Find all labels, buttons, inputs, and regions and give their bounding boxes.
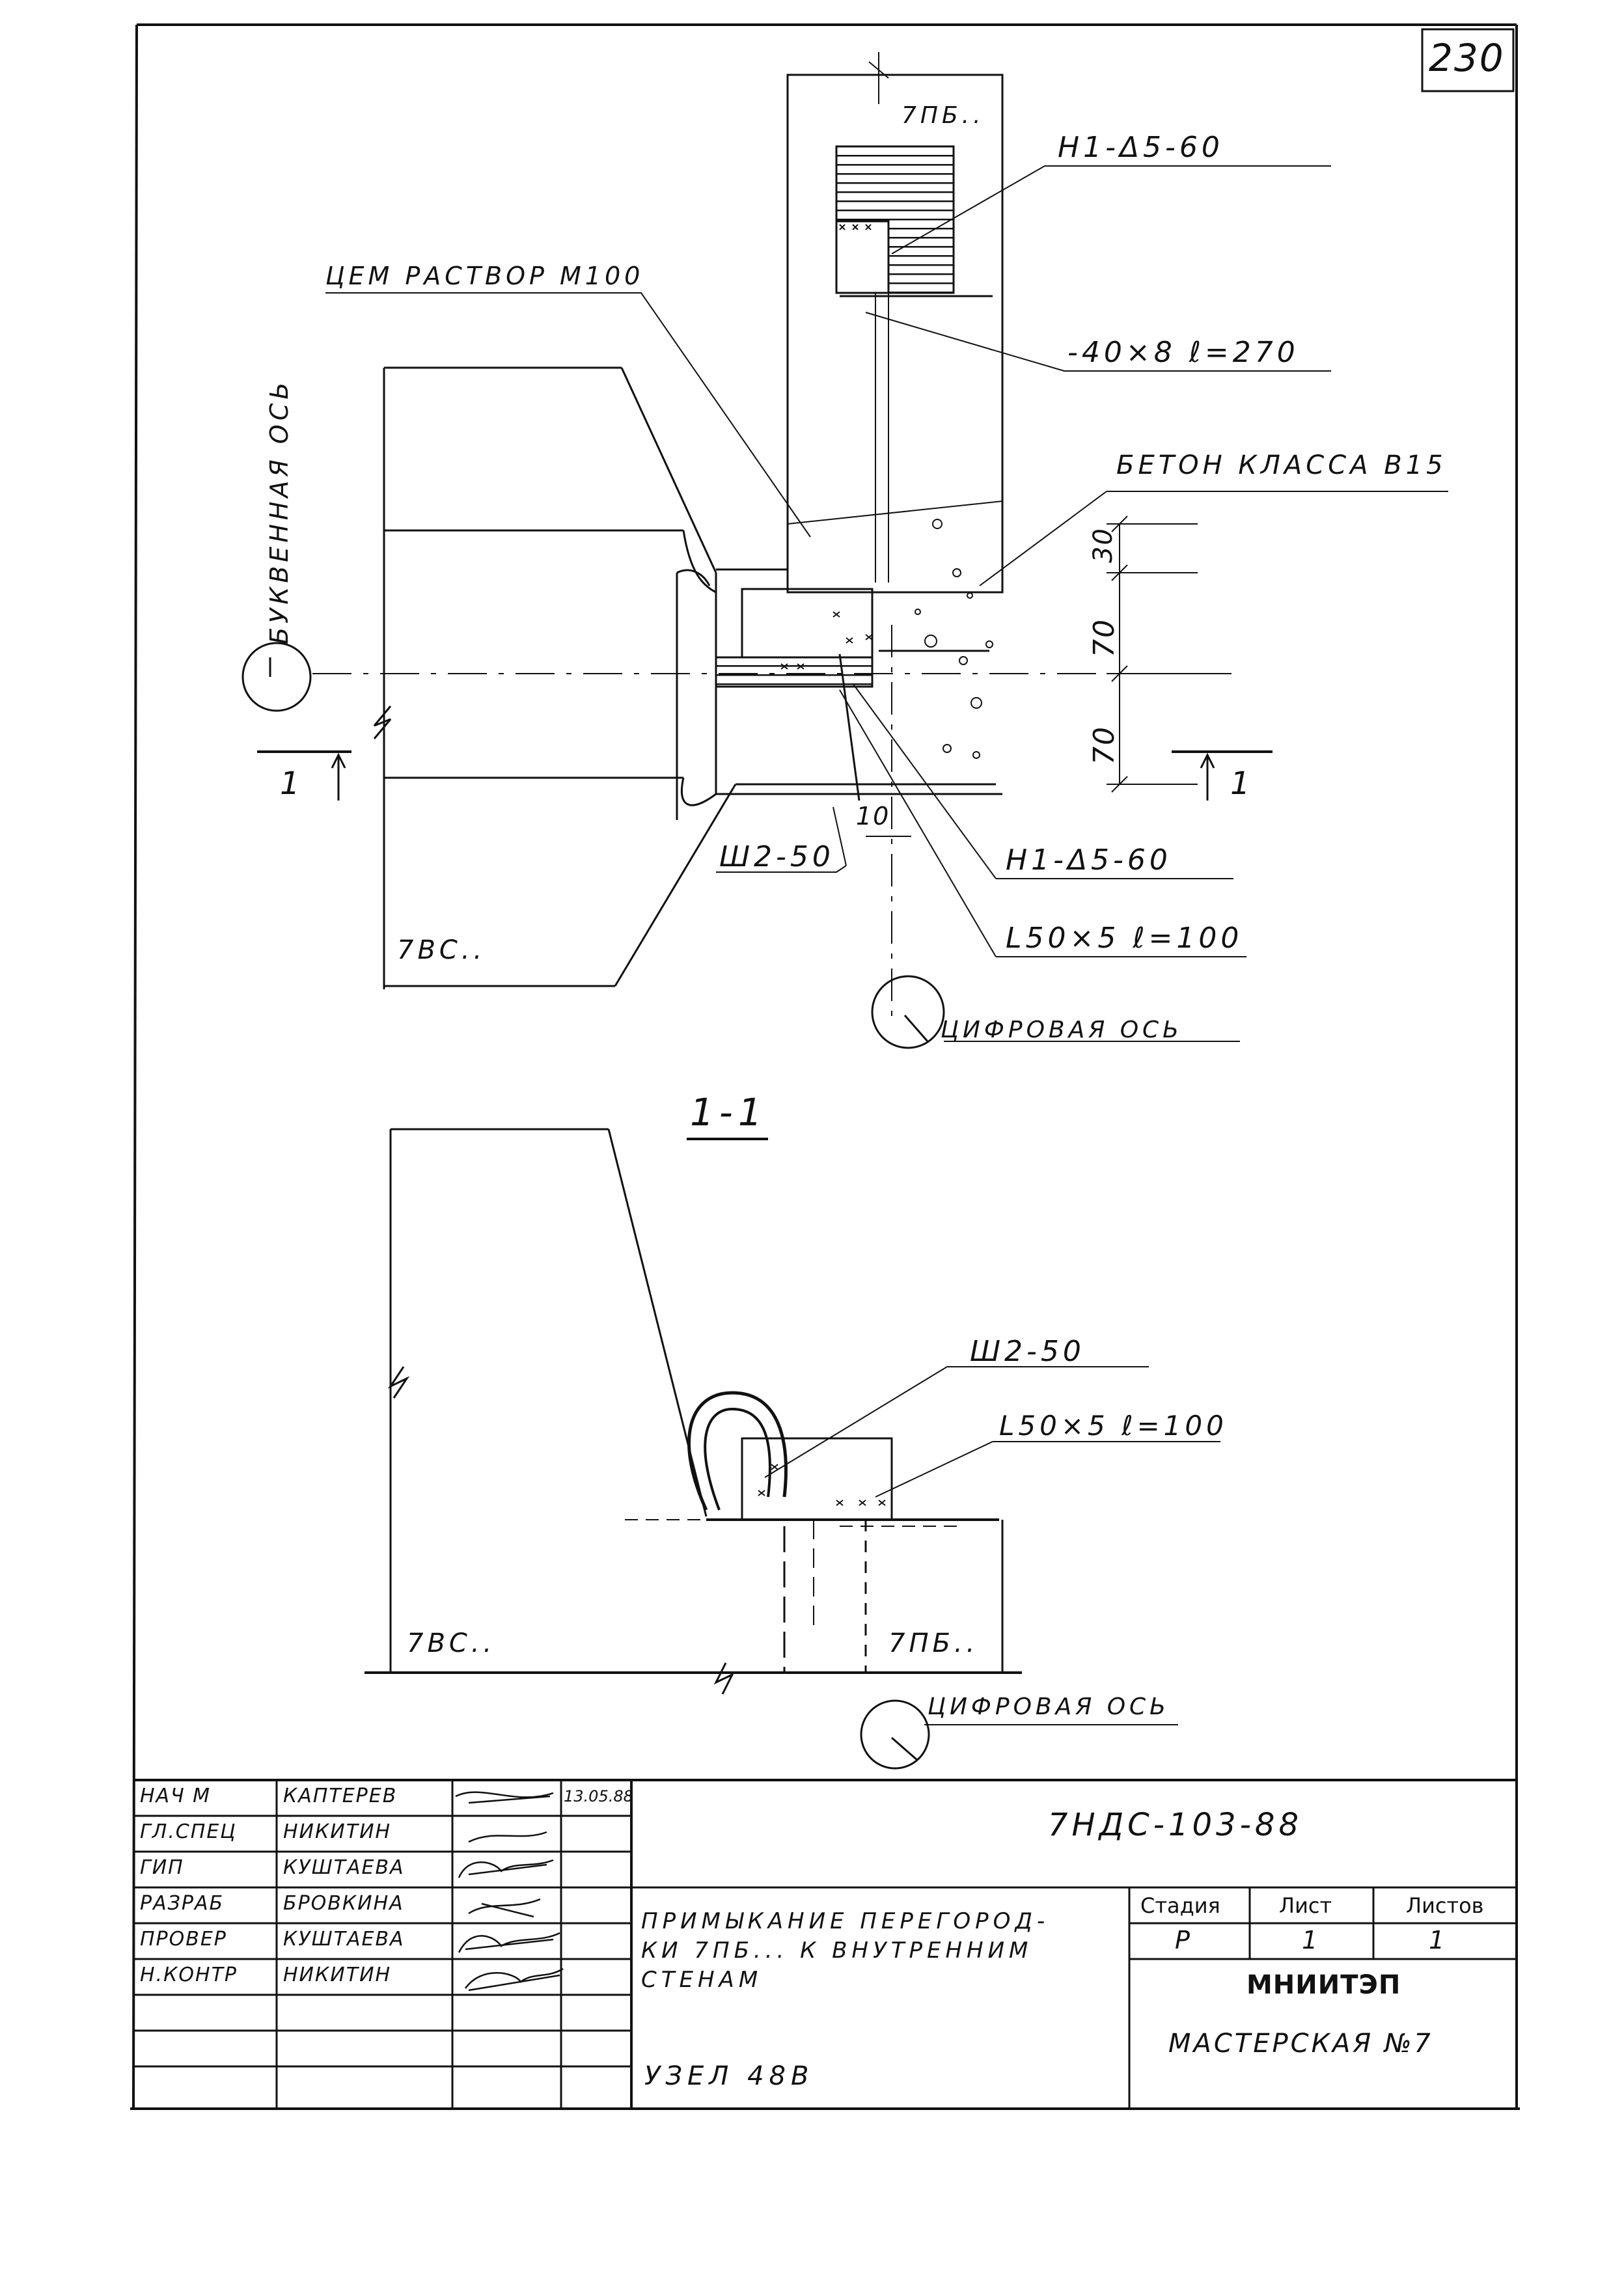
plan-panel-bottom-label: 7ВС.. xyxy=(397,935,486,965)
name-2: КУШТАЕВА xyxy=(283,1856,405,1879)
stage-value: Р xyxy=(1175,1926,1191,1954)
digit-axis-bubble-plan xyxy=(871,975,945,1049)
node-label: УЗЕЛ 48В xyxy=(644,2061,814,2091)
plan-angle-note: L50×5 ℓ=100 xyxy=(1006,922,1243,955)
sheet-frame xyxy=(130,23,1520,2110)
sheet-number: 230 xyxy=(1429,36,1505,80)
plan-weld-top-note: Н1-Δ5-60 xyxy=(1058,131,1224,164)
concrete-stipple xyxy=(915,519,993,759)
sheets-value: 1 xyxy=(1429,1926,1446,1954)
description-line-0: ПРИМЫКАНИЕ ПЕРЕГОРОД- xyxy=(641,1908,1050,1934)
plan-digit-axis-label: ЦИФРОВАЯ ОСЬ xyxy=(941,1017,1183,1043)
signature-3 xyxy=(458,1859,554,1878)
role-2: ГИП xyxy=(140,1856,184,1879)
sheets-header: Листов xyxy=(1406,1893,1484,1918)
plan-plate-note: -40×8 ℓ=270 xyxy=(1067,336,1299,369)
title-block-grid xyxy=(133,1779,1517,2109)
section-mark-right: 1 xyxy=(1230,765,1254,802)
role-1: ГЛ.СПЕЦ xyxy=(140,1820,237,1843)
name-1: НИКИТИН xyxy=(283,1820,392,1843)
dim-70-upper: 70 xyxy=(1088,618,1121,657)
role-0: НАЧ М xyxy=(140,1785,212,1807)
plan-anchor-note: Ш2-50 xyxy=(719,840,834,873)
name-4: КУШТАЕВА xyxy=(283,1928,405,1951)
sheet-header: Лист xyxy=(1279,1893,1332,1918)
role-4: ПРОВЕР xyxy=(140,1928,227,1951)
role-5: Н.КОНТР xyxy=(140,1964,238,1986)
approval-date: 13.05.88 xyxy=(564,1787,633,1805)
dim-30: 30 xyxy=(1088,527,1118,563)
letter-axis-label: БУКВЕННАЯ ОСЬ xyxy=(265,378,294,644)
signature-2 xyxy=(468,1831,547,1843)
description-line-2: СТЕНАМ xyxy=(641,1967,763,1993)
role-3: РАЗРАБ xyxy=(140,1892,225,1915)
section-anchor-note: Ш2-50 xyxy=(970,1335,1085,1368)
section-panel-right-label: 7ПБ.. xyxy=(888,1628,979,1658)
signature-1 xyxy=(455,1791,554,1804)
section-panel-left-label: 7ВС.. xyxy=(407,1628,496,1658)
name-5: НИКИТИН xyxy=(283,1964,392,1986)
organization: МНИИТЭП xyxy=(1246,1970,1401,2000)
sheet-value: 1 xyxy=(1302,1926,1319,1954)
workshop: МАСТЕРСКАЯ №7 xyxy=(1168,2029,1433,2059)
signature-4 xyxy=(468,1898,541,1918)
name-0: КАПТЕРЕВ xyxy=(283,1785,398,1807)
plan-concrete-note: БЕТОН КЛАССА В15 xyxy=(1116,450,1447,480)
plan-panel-top-label: 7ПБ.. xyxy=(901,102,985,129)
plan-view xyxy=(241,52,1448,1049)
stage-header: Стадия xyxy=(1140,1893,1220,1918)
plan-mortar-note: ЦЕМ РАСТВОР М100 xyxy=(325,262,644,290)
letter-axis-bubble xyxy=(241,642,312,712)
digit-axis-bubble-section xyxy=(860,1699,930,1770)
section-digit-axis-label: ЦИФРОВАЯ ОСЬ xyxy=(928,1693,1170,1720)
dim-70-lower: 70 xyxy=(1088,726,1121,765)
description-line-1: КИ 7ПБ... К ВНУТРЕННИМ xyxy=(641,1938,1033,1964)
signature-6 xyxy=(464,1967,564,1992)
section-angle-note: L50×5 ℓ=100 xyxy=(999,1410,1228,1442)
section-title: 1-1 xyxy=(690,1090,767,1134)
section-view xyxy=(365,1128,1220,1770)
name-3: БРОВКИНА xyxy=(283,1892,404,1915)
dim-10: 10 xyxy=(856,802,890,830)
document-code: 7НДС-103-88 xyxy=(1048,1807,1302,1843)
section-mark-left: 1 xyxy=(280,765,304,802)
partition-panel-outline xyxy=(786,74,1004,594)
signatures xyxy=(455,1791,564,1992)
plan-weld-bottom-note: Н1-Δ5-60 xyxy=(1006,843,1172,877)
signature-5 xyxy=(458,1932,560,1953)
